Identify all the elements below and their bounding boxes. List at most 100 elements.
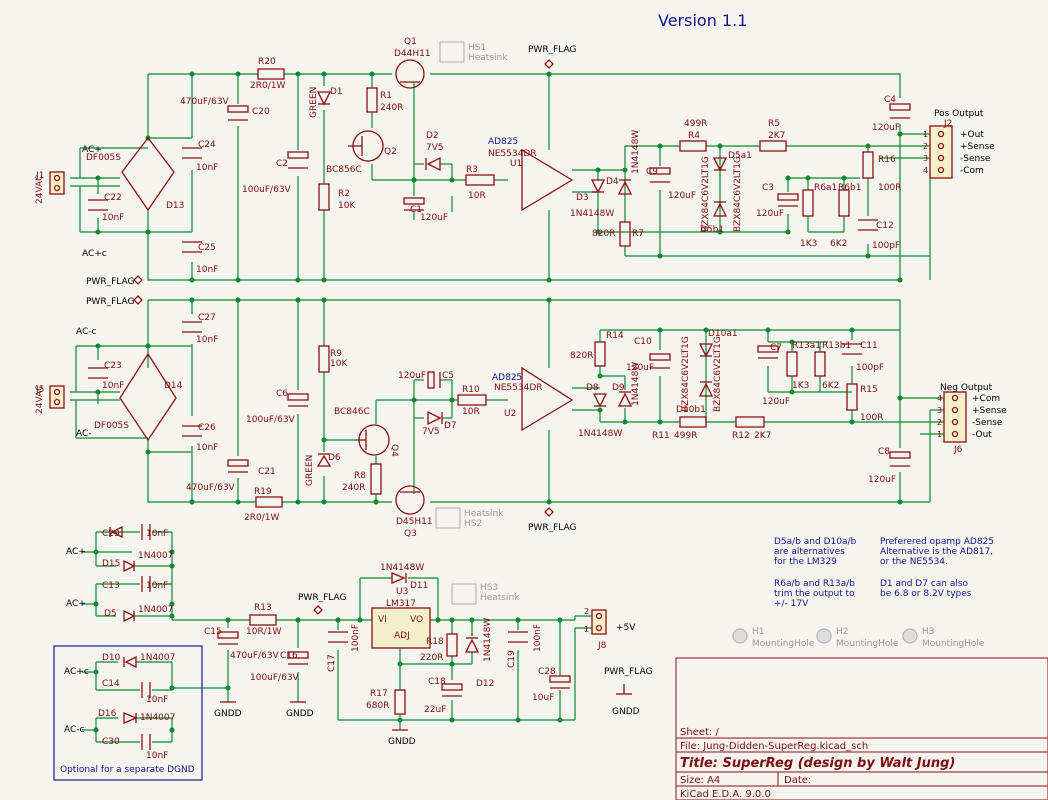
c18-value: 22uF	[424, 705, 446, 715]
c15-value: 470uF/63V	[230, 651, 280, 661]
c6-ref: C6	[276, 389, 288, 399]
c19-ref: C19	[507, 650, 517, 668]
gndd-4: GNDD	[612, 707, 640, 717]
r9-value: 10K	[330, 359, 348, 369]
r10-value: 10R	[462, 407, 480, 417]
r19-value: 2R0/1W	[244, 513, 279, 523]
j6-pin-sense-m: -Sense	[972, 418, 1003, 428]
q4-value: BC846C	[334, 407, 370, 417]
gndd-2: GNDD	[286, 709, 314, 719]
r5-value: 2K7	[768, 131, 785, 141]
r4-value: 499R	[684, 119, 707, 129]
bottom-junctions	[93, 549, 563, 733]
r10-ref: R10	[462, 385, 480, 395]
r18-value: 220R	[420, 653, 443, 663]
r1-value: 240R	[380, 103, 403, 113]
c17-value: 100nF	[351, 624, 361, 652]
note4-line2: be 6.8 or 8.2V types	[880, 589, 972, 599]
r5-ref: R5	[768, 119, 780, 129]
d16-value: 1N4007	[140, 713, 175, 723]
c1-ref: C1	[410, 205, 422, 215]
d16-ref: D16	[98, 709, 117, 719]
svg-text:2: 2	[937, 418, 942, 427]
r15-value: 100R	[860, 413, 883, 423]
c1-value: 120uF	[420, 213, 448, 223]
pos-wires	[70, 73, 931, 281]
h2-value: MountingHole	[836, 639, 899, 649]
d4-ref: D4	[606, 177, 619, 187]
r13b-value: 6K2	[822, 381, 839, 391]
c3-value: 120uF	[756, 209, 784, 219]
neg-wires	[70, 299, 944, 503]
r7-value: 820R	[592, 229, 615, 239]
r14-value: 820R	[570, 351, 593, 361]
d9-value: 1N4148W	[631, 362, 641, 406]
c7-ref: C7	[770, 343, 782, 353]
r20-ref: R20	[258, 57, 276, 67]
c2-value: 100uF/63V	[242, 185, 292, 195]
note2-line2: Alternative is the AD817,	[880, 547, 993, 557]
neg-junctions	[95, 297, 903, 505]
d10-ref: D10	[102, 653, 121, 663]
c21-value: 470uF/63V	[186, 483, 236, 493]
j2-pin-sense-p: +Sense	[960, 142, 995, 152]
c15-ref: C15	[204, 627, 222, 637]
c24-value: 10nF	[196, 163, 218, 173]
d6-value: GREEN	[305, 455, 315, 486]
q3-ref: Q3	[404, 529, 417, 539]
r6b1-ref: R6b1	[838, 183, 861, 193]
u2-value2: NE5534DR	[494, 383, 543, 393]
version-label: Version 1.1	[658, 11, 747, 30]
r12-ref: R12	[732, 431, 750, 441]
df1-value: DF005S	[86, 153, 121, 163]
c13-ref: C13	[102, 581, 120, 591]
j2-pin-com: -Com	[960, 166, 984, 176]
c11-ref: C11	[860, 341, 878, 351]
c10-ref: C10	[634, 337, 652, 347]
q2-ref: Q2	[384, 147, 397, 157]
u3-pin-vi: VI	[378, 615, 387, 625]
u1-ref: U1	[510, 159, 522, 169]
c5-ref: C5	[442, 371, 454, 381]
j2-ref: J2	[943, 119, 952, 129]
svg-text:3: 3	[923, 154, 928, 163]
c11-value: 100pF	[856, 363, 884, 373]
r2-value: 10K	[338, 201, 356, 211]
c12-value: 100pF	[872, 241, 900, 251]
pwr-flag-right: PWR_FLAG	[604, 667, 652, 677]
q1-ref: Q1	[404, 37, 417, 47]
note1-line2: are alternatives	[774, 547, 845, 557]
r6b-value: 6K2	[830, 239, 847, 249]
c5-value: 120uF	[398, 371, 426, 381]
r20-value: 2R0/1W	[250, 81, 285, 91]
d10-value: 1N4007	[140, 653, 175, 663]
note4-line1: D1 and D7 can also	[880, 579, 969, 589]
symbols	[49, 41, 1048, 800]
net-ac-minus-c: AC-c	[76, 327, 97, 337]
r16-ref: R16	[878, 155, 896, 165]
d11-value: 1N4148W	[380, 563, 424, 573]
d5a1-ref: D5a1	[728, 151, 752, 161]
d10a1-ref: D10a1	[708, 329, 738, 339]
r3-ref: R3	[466, 165, 478, 175]
note3-line1: R6a/b and R13a/b	[774, 579, 855, 589]
d3-ref: D3	[576, 193, 589, 203]
d5-value: 1N4007	[138, 605, 173, 615]
d5a-value: BZX84C6V2LT1G	[701, 156, 711, 232]
u2-value: AD825	[492, 373, 522, 383]
c30-value: 10nF	[146, 751, 168, 761]
r1-ref: R1	[380, 91, 392, 101]
tb-size: Size: A4	[680, 775, 720, 786]
r12-value: 2K7	[754, 431, 771, 441]
hs1-value: Heatsink	[468, 53, 508, 63]
u3-pin-adj: ADJ	[394, 631, 410, 641]
c20-ref: C20	[252, 107, 270, 117]
net-ac-plus-c-2: AC+c	[64, 667, 89, 677]
note3-line3: +/- 17V	[774, 599, 809, 609]
d15-value: 1N4007	[138, 551, 173, 561]
c23-value: 10nF	[102, 381, 124, 391]
d10b1-ref: D10b1	[676, 405, 706, 415]
r19-ref: R19	[254, 487, 272, 497]
c4-ref: C4	[884, 95, 896, 105]
